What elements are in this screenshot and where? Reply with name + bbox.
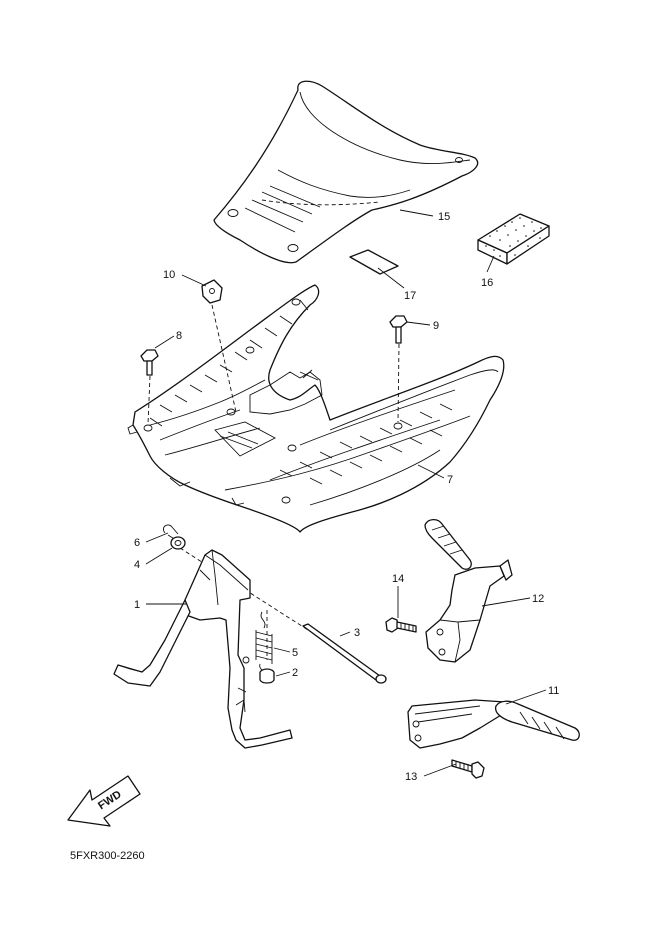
callout-12: 12 [532, 593, 544, 605]
part-16-pad [477, 213, 550, 265]
callout-13: 13 [405, 771, 417, 783]
callout-7: 7 [447, 474, 453, 486]
part-9-bolt [389, 315, 408, 344]
fwd-direction-arrow: FWD [67, 775, 141, 827]
part-17-label [349, 249, 399, 275]
part-7-floor-board [127, 284, 505, 533]
part-10-clip-nut [201, 279, 223, 304]
part-8-bolt [140, 349, 159, 376]
callout-6: 6 [134, 537, 140, 549]
callout-16: 16 [481, 277, 493, 289]
callout-5: 5 [292, 647, 298, 659]
leader-lines [145, 209, 547, 777]
callout-17: 17 [404, 290, 416, 302]
diagram-code: 5FXR300-2260 [70, 850, 145, 862]
alignment-line-8 [147, 375, 151, 425]
callout-14: 14 [392, 573, 404, 585]
part-4-washer [170, 536, 186, 550]
callout-10: 10 [163, 269, 175, 281]
callout-1: 1 [134, 599, 140, 611]
part-12-footrest-bracket [424, 518, 513, 663]
callout-15: 15 [438, 211, 450, 223]
callout-8: 8 [176, 330, 182, 342]
alignment-line-10 [211, 304, 237, 413]
part-11-footrest [407, 699, 580, 749]
callout-2: 2 [292, 667, 298, 679]
part-5-spring [255, 611, 273, 677]
part-3-shaft [302, 623, 387, 684]
callout-4: 4 [134, 559, 140, 571]
callout-11: 11 [548, 685, 559, 697]
part-1-main-stand [113, 549, 293, 749]
part-14-bolt [385, 617, 417, 633]
callout-3: 3 [354, 627, 360, 639]
part-13-bolt [451, 759, 485, 779]
alignment-line-9 [397, 343, 400, 423]
callout-9: 9 [433, 320, 439, 332]
alignment-line-3 [179, 547, 309, 631]
part-15-cover-panel [213, 80, 479, 264]
part-2-stopper [259, 668, 275, 684]
